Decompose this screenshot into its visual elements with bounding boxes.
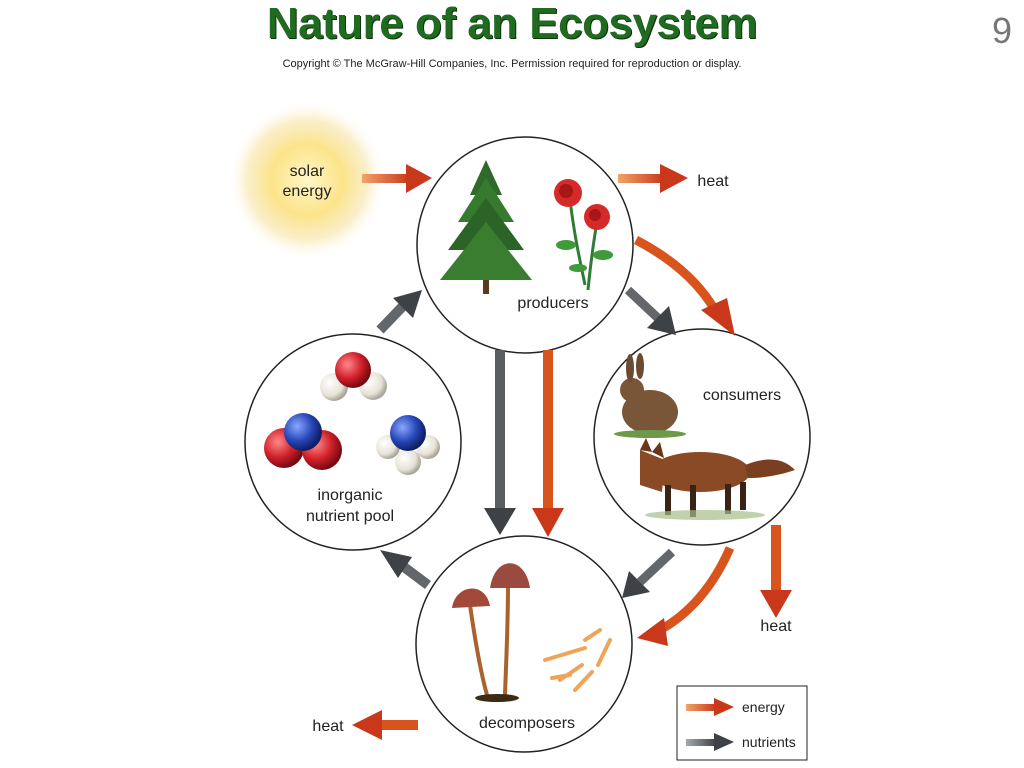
legend-nutrients-arrow [686, 733, 734, 751]
page-title: Nature of an Ecosystem [266, 0, 758, 48]
inorganic-pool-circle [244, 333, 462, 551]
ammonia-molecule-icon [376, 415, 440, 475]
energy-arrow-producers-to-consumers [633, 236, 735, 336]
nutrient-arrow-producers-to-decomposers [484, 350, 516, 535]
no2-molecule-icon [264, 413, 342, 470]
nutrient-arrow-consumers-to-decomposers [622, 548, 676, 598]
nutrient-arrow-decomposers-to-inorganic [380, 550, 431, 589]
mushroom-icon [452, 563, 612, 702]
tree-icon [440, 160, 532, 294]
solar-energy-label-line2: energy [283, 183, 332, 200]
nutrient-arrow-inorganic-to-producers [376, 290, 422, 334]
inorganic-label-line1: inorganic [318, 487, 383, 504]
solar-energy-label-line1: solar [290, 163, 325, 180]
legend: energy nutrients [676, 685, 808, 761]
consumers-label: consumers [703, 387, 781, 404]
heat-label-top: heat [697, 173, 729, 190]
consumers-circle [593, 328, 811, 546]
heat-label-right: heat [760, 618, 792, 635]
energy-arrow-consumers-to-heat [760, 525, 792, 618]
legend-energy-arrow [686, 698, 734, 716]
rabbit-icon [614, 353, 686, 438]
rose-icon [554, 179, 613, 291]
energy-arrow-consumers-to-decomposers [637, 546, 735, 646]
energy-arrow-producers-to-heat [618, 164, 688, 193]
legend-nutrients-label: nutrients [742, 734, 796, 750]
inorganic-label-line2: nutrient pool [306, 508, 394, 525]
producers-label: producers [517, 295, 588, 312]
producers-circle [416, 136, 634, 354]
fox-icon [640, 438, 795, 520]
sun-icon [227, 100, 387, 260]
heat-label-bottom: heat [312, 718, 344, 735]
energy-arrow-decomposers-to-heat [352, 710, 418, 740]
energy-arrow-sun-to-producers [362, 164, 432, 193]
copyright-notice: Copyright © The McGraw-Hill Companies, I… [282, 58, 742, 70]
nutrient-arrow-producers-to-consumers [624, 286, 676, 335]
slide-number: 9 [991, 10, 1012, 51]
energy-arrow-producers-to-decomposers [532, 350, 564, 537]
water-molecule-icon [320, 352, 387, 401]
decomposers-label: decomposers [479, 715, 575, 732]
legend-energy-label: energy [742, 699, 785, 715]
